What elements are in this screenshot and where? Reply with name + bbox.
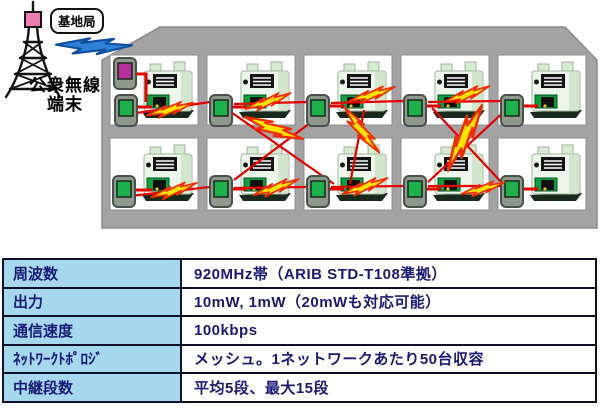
- public-wireless-terminal-label: 公衆無線 端末: [12, 76, 118, 114]
- table-row: 中継段数 平均5段、最大15段: [2, 372, 597, 403]
- spec-label: ﾈｯﾄﾜｰｸﾄﾎﾟﾛｼﾞ: [2, 343, 182, 374]
- spec-label: 通信速度: [2, 315, 182, 346]
- wireless-unit-icon: [114, 94, 138, 127]
- wireless-unit-icon: [306, 175, 330, 208]
- spec-label: 出力: [2, 286, 182, 317]
- wireless-unit-icon: [112, 175, 136, 208]
- table-row: 周波数 920MHz帯（ARIB STD-T108準拠）: [2, 258, 597, 289]
- wireless-unit-icon: [500, 94, 524, 127]
- spec-value: 920MHz帯（ARIB STD-T108準拠）: [180, 258, 597, 289]
- network-diagram-canvas: [4, 0, 598, 229]
- table-row: ﾈｯﾄﾜｰｸﾄﾎﾟﾛｼﾞ メッシュ。1ネットワークあたり50台収容: [2, 343, 597, 374]
- wireless-unit-icon: [500, 175, 524, 208]
- radio-tower-icon: [4, 0, 62, 99]
- spec-value: 10mW, 1mW（20mWも対応可能）: [180, 286, 597, 317]
- spec-label: 周波数: [2, 258, 182, 289]
- terminal-label-line1: 公衆無線: [29, 76, 101, 95]
- wireless-unit-icon: [209, 94, 233, 127]
- spec-label: 中継段数: [2, 372, 182, 403]
- spec-table: 周波数 920MHz帯（ARIB STD-T108準拠） 出力 10mW, 1m…: [2, 258, 597, 403]
- wireless-unit-icon: [306, 94, 330, 127]
- wireless-unit-icon: [403, 175, 427, 208]
- table-row: 出力 10mW, 1mW（20mWも対応可能）: [2, 286, 597, 317]
- spec-value: メッシュ。1ネットワークあたり50台収容: [180, 343, 597, 374]
- network-diagram: 基地局 公衆無線 端末: [4, 0, 598, 229]
- base-station-label: 基地局: [50, 8, 104, 34]
- spec-value: 100kbps: [180, 315, 597, 346]
- wireless-unit-icon: [209, 175, 233, 208]
- wireless-unit-icon: [403, 94, 427, 127]
- spec-value: 平均5段、最大15段: [180, 372, 597, 403]
- terminal-label-line2: 端末: [47, 95, 83, 114]
- table-row: 通信速度 100kbps: [2, 315, 597, 346]
